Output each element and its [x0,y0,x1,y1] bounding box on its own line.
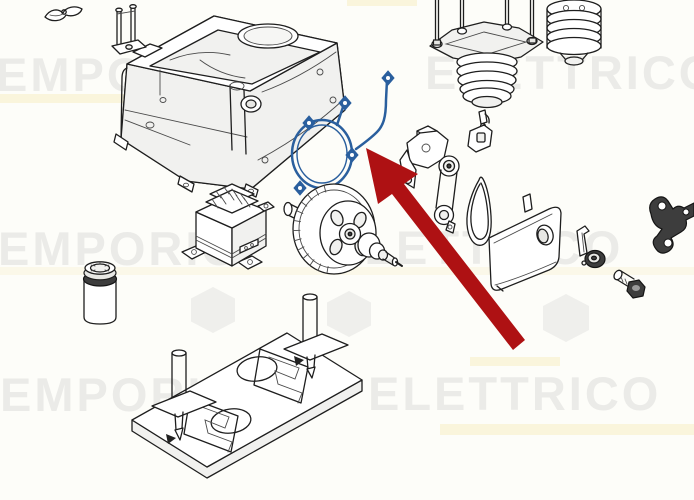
part-lock-cylinder [576,225,606,269]
part-side-cover [488,193,562,292]
part-motor-rotor [546,0,602,66]
part-gasket-and-wiring-seal [290,70,395,196]
part-capacitor [82,261,118,325]
part-drive-belt [466,176,492,246]
watermark-hexagon-icon [543,294,589,342]
part-transformer [181,183,275,270]
part-release-lever-wing [44,6,83,22]
part-gearbox-housing [113,15,346,198]
part-base-plate-with-studs [131,293,363,479]
watermark-text: ELETTRICO [368,367,662,420]
watermark-band [470,357,560,366]
part-gear-drive-assembly [283,183,403,275]
part-hinge-bracket [111,4,147,55]
part-motor-stator [429,0,544,109]
part-latch-pin [467,109,493,153]
part-clamp-bracket [649,196,694,254]
pointer-arrow [366,148,525,350]
watermark-band [347,0,417,6]
part-fixing-bolt [613,269,646,299]
watermark-band [440,424,694,435]
watermark-band [0,94,200,103]
